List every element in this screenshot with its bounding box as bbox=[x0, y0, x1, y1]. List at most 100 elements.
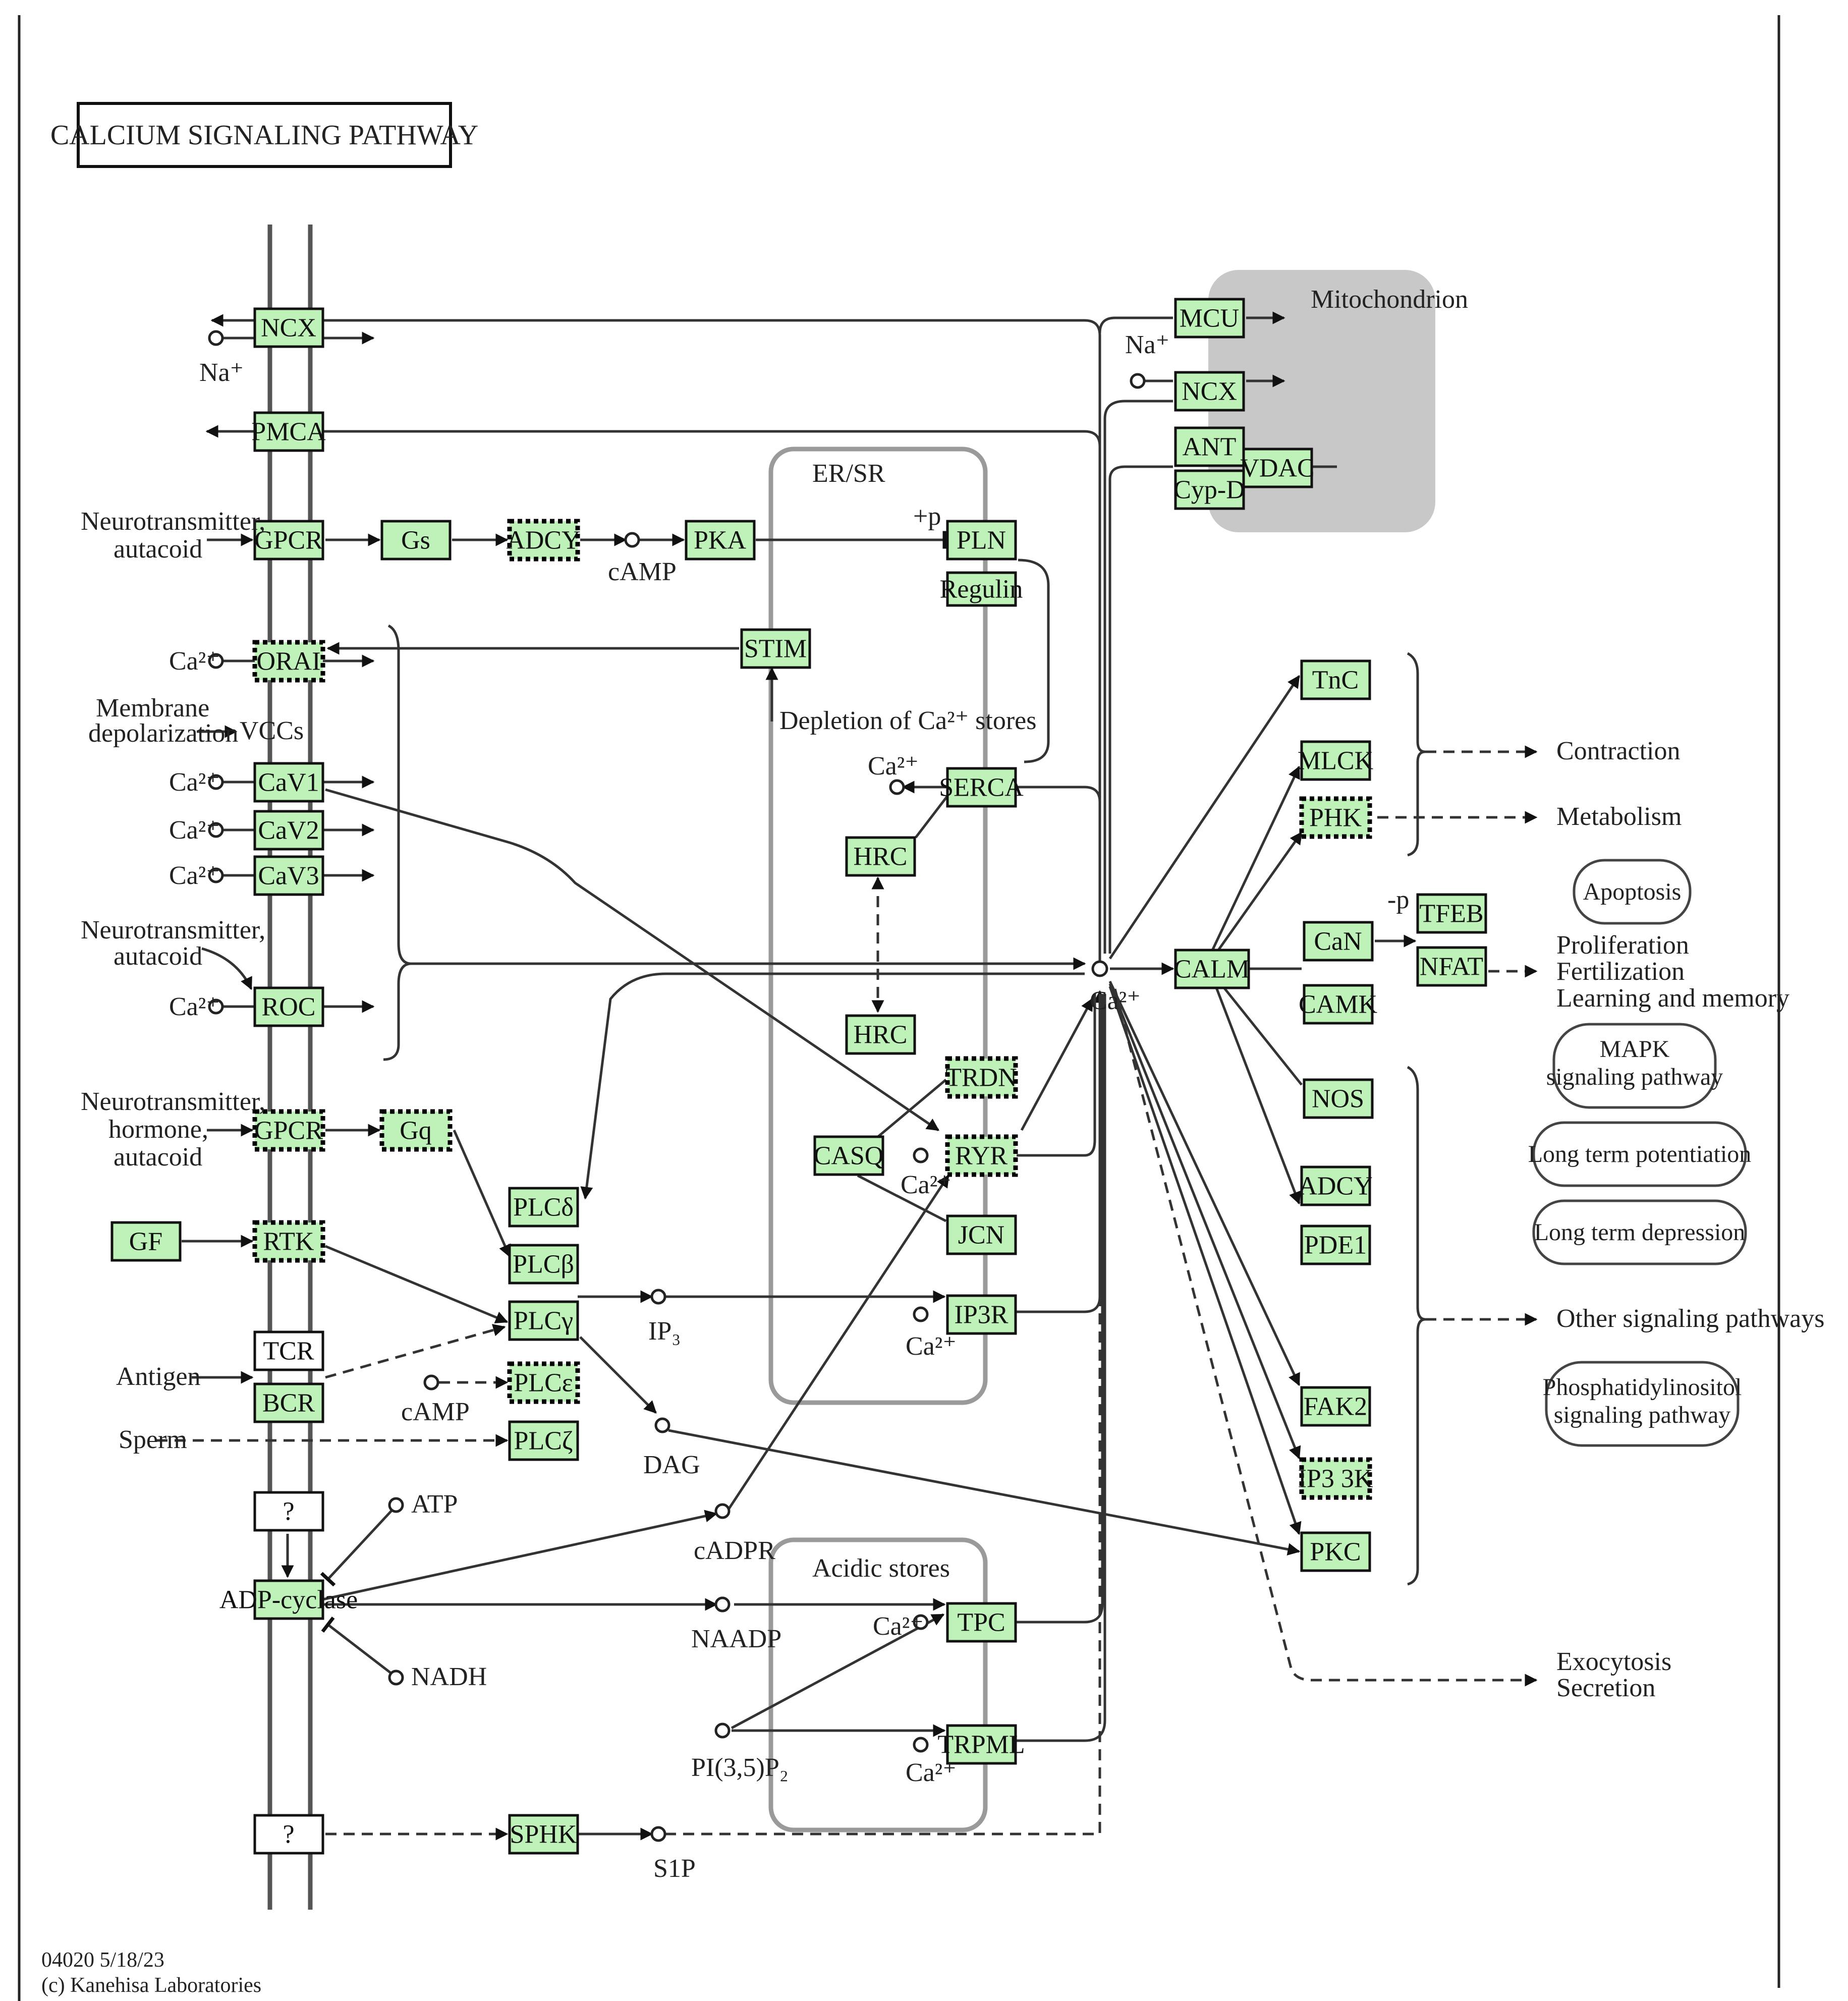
gene-can[interactable]: CaN bbox=[1303, 921, 1374, 962]
compound-ca-ryr bbox=[913, 1147, 929, 1163]
gene-adcy-1[interactable]: ADCY bbox=[506, 519, 581, 562]
gene-plcd-label: PLCδ bbox=[513, 1193, 574, 1222]
gene-plcd[interactable]: PLCδ bbox=[508, 1187, 579, 1228]
gene-ip3-3k[interactable]: IP3 3K bbox=[1298, 1457, 1373, 1500]
regulin-serca-bracket bbox=[1018, 559, 1050, 763]
pathway-ltd[interactable]: Long term depression bbox=[1532, 1199, 1747, 1265]
gene-nos[interactable]: NOS bbox=[1303, 1078, 1374, 1119]
gene-gpcr-1[interactable]: GPCR bbox=[253, 520, 324, 561]
gene-casq-label: CASQ bbox=[814, 1142, 884, 1171]
gene-ip3-3k-label: IP3 3K bbox=[1298, 1465, 1373, 1493]
edge-ca-exocytosis bbox=[1113, 988, 1538, 1687]
gene-cypd[interactable]: Cyp-D bbox=[1173, 469, 1245, 510]
gene-trdn-label: TRDN bbox=[945, 1064, 1017, 1092]
pathway-phosphatidylinositol[interactable]: Phosphatidylinositol signaling pathway bbox=[1543, 1361, 1742, 1447]
gene-plcg[interactable]: PLCγ bbox=[508, 1300, 579, 1341]
gene-jcn[interactable]: JCN bbox=[946, 1214, 1017, 1255]
gene-camk[interactable]: CAMK bbox=[1299, 984, 1377, 1025]
pathway-ltp[interactable]: Long term potentiation bbox=[1528, 1121, 1752, 1187]
edge-tcr-plcg bbox=[325, 1324, 506, 1379]
gene-tcr-label: TCR bbox=[263, 1337, 314, 1366]
label-neurotransmitter-1a: Neurotransmitter, bbox=[81, 507, 265, 536]
gene-adp-cyclase[interactable]: ADP-cyclase bbox=[219, 1579, 358, 1620]
gene-rtk[interactable]: RTK bbox=[252, 1220, 325, 1263]
gene-pln-label: PLN bbox=[957, 526, 1006, 555]
gene-ip3r[interactable]: IP3R bbox=[946, 1294, 1017, 1335]
gene-gq[interactable]: Gq bbox=[379, 1109, 453, 1152]
gene-tnc[interactable]: TnC bbox=[1300, 659, 1371, 700]
acidic-stores-label: Acidic stores bbox=[812, 1554, 950, 1583]
label-ca-orai: Ca²⁺ bbox=[169, 647, 220, 676]
label-secretion: Secretion bbox=[1556, 1674, 1655, 1702]
pathway-mapk-label-b: signaling pathway bbox=[1546, 1064, 1723, 1090]
gene-pmca[interactable]: PMCA bbox=[251, 411, 326, 452]
gene-calm[interactable]: CALM bbox=[1174, 949, 1250, 989]
pathway-mapk[interactable]: MAPK signaling pathway bbox=[1546, 1023, 1723, 1109]
edge-tpc-ca bbox=[1017, 994, 1104, 1624]
gene-cav2[interactable]: CaV2 bbox=[253, 810, 324, 851]
gene-unknown-1[interactable]: ? bbox=[253, 1491, 324, 1532]
gene-trpml[interactable]: TRPML bbox=[937, 1724, 1025, 1765]
gene-bcr[interactable]: BCR bbox=[253, 1382, 324, 1423]
gene-mlck[interactable]: MLCK bbox=[1298, 740, 1374, 781]
edge-serca-hrc bbox=[915, 794, 949, 839]
label-fertilization: Fertilization bbox=[1556, 957, 1685, 986]
gene-serca[interactable]: SERCA bbox=[939, 767, 1024, 808]
gene-ncx-mito[interactable]: NCX bbox=[1174, 371, 1245, 412]
compound-ip3 bbox=[650, 1289, 666, 1305]
compound-atp bbox=[388, 1497, 404, 1513]
gene-pde1[interactable]: PDE1 bbox=[1300, 1225, 1371, 1265]
gene-ant[interactable]: ANT bbox=[1174, 426, 1245, 467]
gene-adcy-2[interactable]: ADCY bbox=[1298, 1165, 1373, 1206]
gene-stim[interactable]: STIM bbox=[740, 628, 811, 669]
gene-gs[interactable]: Gs bbox=[380, 520, 452, 561]
gene-mlck-label: MLCK bbox=[1298, 747, 1374, 775]
edge-casq-jcn bbox=[857, 1174, 947, 1222]
gene-nfat[interactable]: NFAT bbox=[1416, 946, 1487, 987]
label-neurotransmitter-1b: autacoid bbox=[114, 535, 202, 564]
gene-plcb[interactable]: PLCβ bbox=[508, 1244, 579, 1285]
gene-plcz-label: PLCζ bbox=[514, 1427, 573, 1456]
gene-cav3[interactable]: CaV3 bbox=[253, 855, 324, 896]
gene-plcz[interactable]: PLCζ bbox=[508, 1420, 579, 1461]
gene-trdn[interactable]: TRDN bbox=[945, 1056, 1018, 1099]
gene-ryr[interactable]: RYR bbox=[945, 1134, 1018, 1177]
gene-can-label: CaN bbox=[1314, 927, 1362, 956]
compound-ca-cav2 bbox=[208, 822, 224, 838]
gene-pkc[interactable]: PKC bbox=[1300, 1531, 1371, 1572]
footer-map-id: 04020 5/18/23 bbox=[41, 1949, 164, 1972]
gene-tpc[interactable]: TPC bbox=[946, 1602, 1017, 1643]
gene-vdac[interactable]: VDAC bbox=[1240, 448, 1315, 488]
label-contraction: Contraction bbox=[1556, 737, 1681, 765]
edge-calm-nos bbox=[1220, 983, 1303, 1086]
gene-orai[interactable]: ORAI bbox=[252, 640, 325, 683]
gene-hrc-2[interactable]: HRC bbox=[845, 1014, 916, 1055]
gene-vdac-label: VDAC bbox=[1240, 454, 1314, 483]
gene-roc-label: ROC bbox=[262, 993, 316, 1022]
label-neurotransmitter-3a: Neurotransmitter, bbox=[81, 1087, 265, 1116]
gene-pka[interactable]: PKA bbox=[685, 520, 756, 561]
compound-ca-serca bbox=[889, 779, 905, 795]
pathway-ltp-label: Long term potentiation bbox=[1528, 1141, 1752, 1168]
gene-sphk[interactable]: SPHK bbox=[508, 1814, 579, 1855]
gene-tcr[interactable]: TCR bbox=[253, 1330, 324, 1371]
gene-ncx-mito-label: NCX bbox=[1182, 377, 1237, 406]
gene-plce[interactable]: PLCε bbox=[507, 1361, 580, 1404]
gene-ncx[interactable]: NCX bbox=[253, 307, 324, 348]
gene-cav1[interactable]: CaV1 bbox=[253, 762, 324, 803]
pathway-apoptosis[interactable]: Apoptosis bbox=[1573, 859, 1692, 925]
mitochondrion-label: Mitochondrion bbox=[1311, 285, 1468, 314]
gene-pln[interactable]: PLN bbox=[946, 520, 1017, 561]
gene-unknown-2[interactable]: ? bbox=[253, 1814, 324, 1855]
gene-layer: NCX PMCA GPCR Gs ADCY PKA PLN Regulin OR… bbox=[110, 298, 1487, 1855]
gene-phk[interactable]: PHK bbox=[1299, 796, 1372, 839]
gene-hrc-1[interactable]: HRC bbox=[845, 836, 916, 877]
gene-fak2[interactable]: FAK2 bbox=[1300, 1386, 1371, 1427]
gene-gpcr-2[interactable]: GPCR bbox=[252, 1109, 325, 1152]
gene-gf[interactable]: GF bbox=[110, 1221, 182, 1262]
gene-tfeb[interactable]: TFEB bbox=[1416, 893, 1487, 934]
gene-mcu[interactable]: MCU bbox=[1174, 298, 1245, 339]
gene-casq[interactable]: CASQ bbox=[813, 1135, 884, 1176]
gene-regulin[interactable]: Regulin bbox=[940, 571, 1023, 607]
gene-roc[interactable]: ROC bbox=[253, 986, 324, 1027]
